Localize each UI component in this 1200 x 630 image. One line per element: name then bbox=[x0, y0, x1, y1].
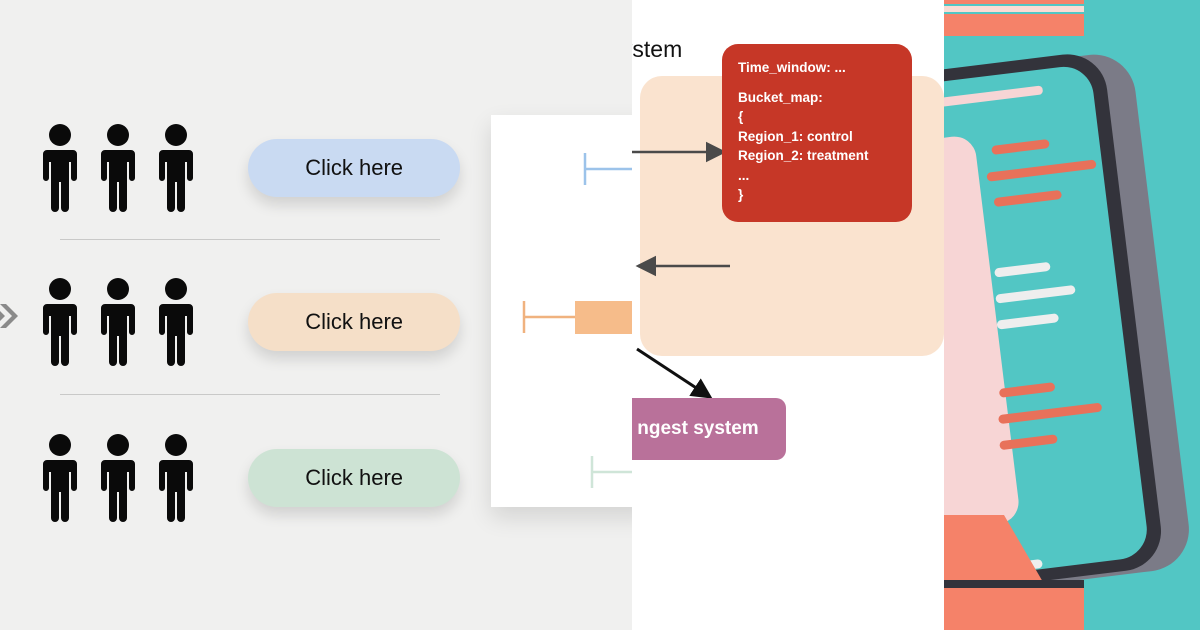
person-icon bbox=[159, 434, 193, 522]
state-line-time-window: Time_window: ... bbox=[738, 60, 846, 75]
state-spacer bbox=[738, 78, 896, 88]
ingest-system-label: ngest system bbox=[637, 418, 759, 439]
state-line-open-brace: { bbox=[738, 109, 744, 125]
state-line-bucket-map: Bucket_map: bbox=[738, 89, 823, 105]
phone-illustration-svg bbox=[944, 0, 1200, 630]
state-line-ellipsis: ... bbox=[738, 167, 750, 183]
arrow-to-ingest bbox=[636, 347, 713, 399]
people-group-b bbox=[38, 276, 238, 368]
people-group-c bbox=[38, 432, 238, 524]
state-line-close-brace: } bbox=[738, 187, 744, 203]
click-here-button-c[interactable]: Click here bbox=[248, 449, 460, 507]
person-icon bbox=[159, 124, 193, 212]
variant-row-a: Click here bbox=[0, 118, 460, 218]
variant-rows: Click here Click here Click here bbox=[0, 0, 460, 630]
variant-row-b: Click here bbox=[0, 272, 460, 372]
state-line-region-1: Region_1: control bbox=[738, 128, 853, 144]
internal-state-box: Time_window: ... Bucket_map: { Region_1:… bbox=[722, 44, 912, 222]
row-divider bbox=[60, 394, 440, 395]
person-icon bbox=[101, 434, 135, 522]
people-group-a bbox=[38, 122, 238, 214]
variant-row-c: Click here bbox=[0, 428, 460, 528]
double-chevron-right-icon bbox=[0, 304, 18, 328]
person-icon bbox=[43, 434, 77, 522]
ingest-system-node: ngest system bbox=[632, 398, 786, 460]
forest-plot-svg bbox=[522, 153, 651, 488]
person-icon bbox=[43, 124, 77, 212]
screen-line-group-coral-1 bbox=[986, 139, 1097, 207]
row-divider bbox=[60, 239, 440, 240]
person-icon bbox=[101, 124, 135, 212]
diagram-title: ck system bbox=[632, 36, 683, 62]
click-here-button-a[interactable]: Click here bbox=[248, 139, 460, 197]
person-icon bbox=[101, 278, 135, 366]
feedback-system-diagram: ck system Internal state bbox=[632, 0, 944, 630]
state-line-region-2: Region_2: treatment bbox=[738, 148, 869, 164]
screen-line-group-white-1 bbox=[994, 262, 1076, 330]
forest-plot-card bbox=[491, 115, 651, 507]
coral-bottom-shapes bbox=[944, 515, 1084, 630]
click-here-button-b[interactable]: Click here bbox=[248, 293, 460, 351]
person-icon bbox=[159, 278, 193, 366]
screen-line-group-coral-2 bbox=[998, 382, 1102, 450]
phone-illustration-panel bbox=[944, 0, 1200, 630]
person-icon bbox=[43, 278, 77, 366]
